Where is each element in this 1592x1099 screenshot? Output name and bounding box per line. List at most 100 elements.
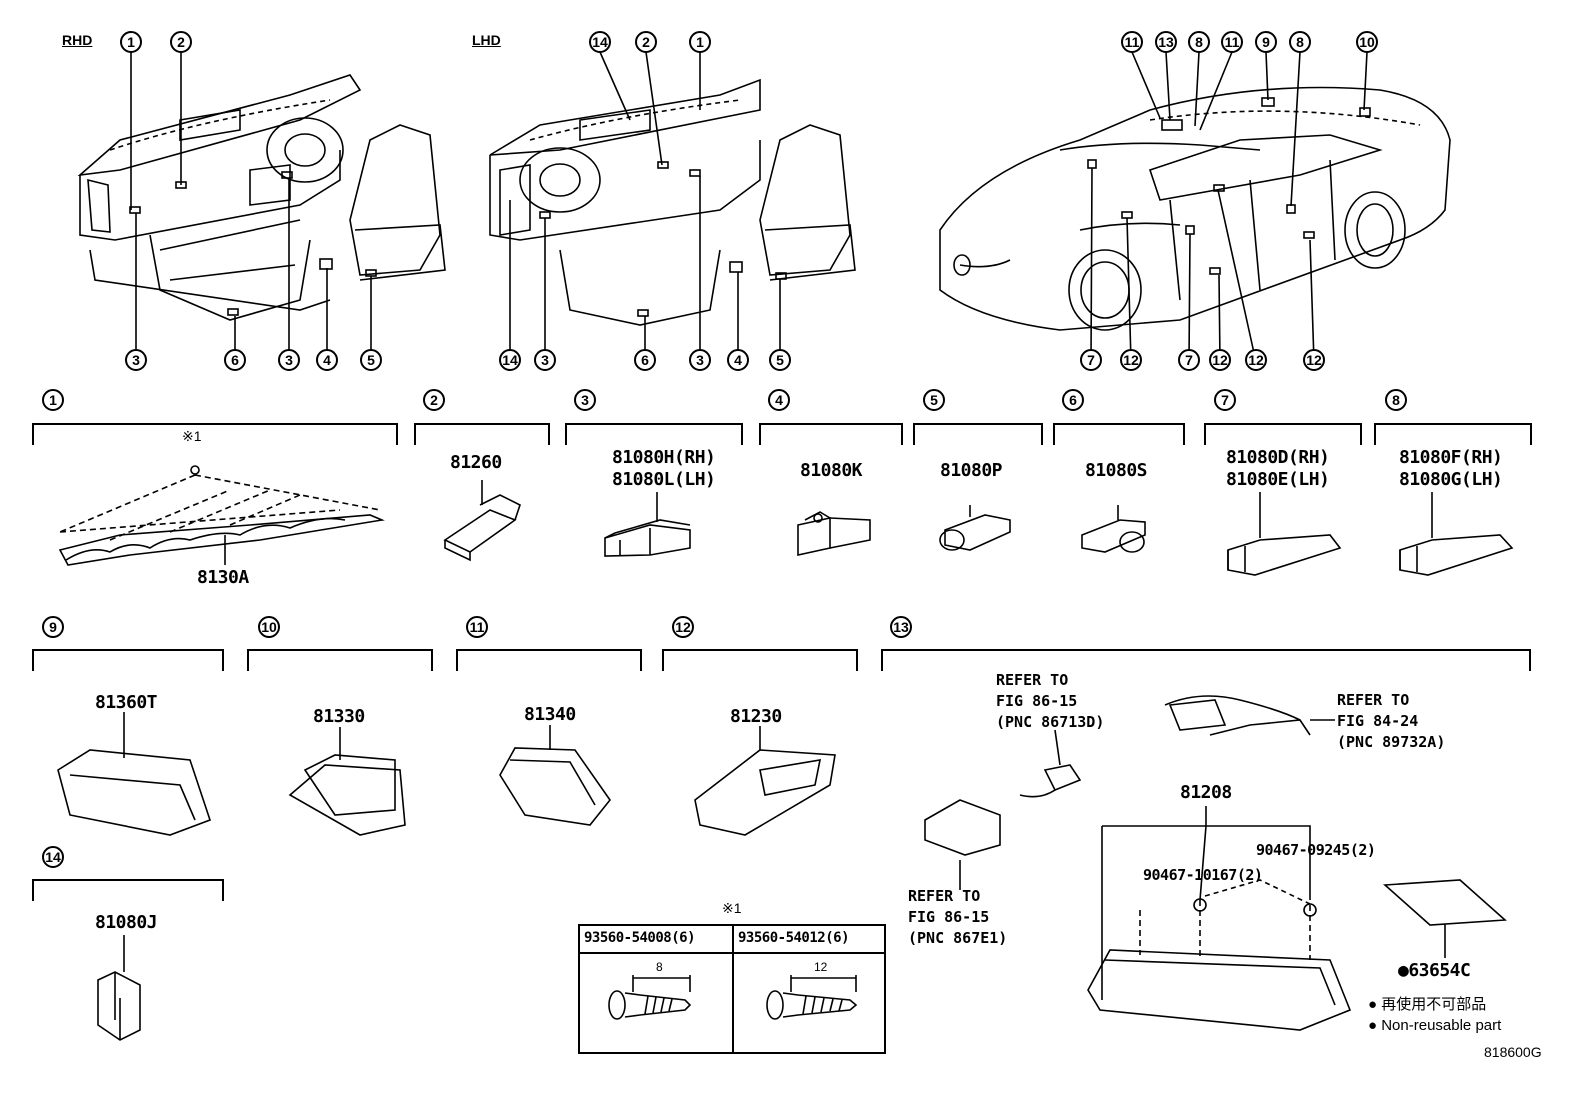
legend-en: ● Non-reusable part xyxy=(1368,1017,1502,1034)
part-number-circle-1: 1 xyxy=(42,389,64,411)
callout-4[interactable]: 4 xyxy=(727,349,749,371)
part-7-bracket xyxy=(1204,423,1362,445)
part-number-circle-14: 14 xyxy=(42,846,64,868)
part-pn-81360T[interactable]: 81360T xyxy=(95,692,158,713)
part-pn-81080J[interactable]: 81080J xyxy=(95,912,158,933)
callout-7[interactable]: 7 xyxy=(1080,349,1102,371)
part-number-circle-6: 6 xyxy=(1062,389,1084,411)
part-number-circle-13: 13 xyxy=(890,616,912,638)
part-pn-81208[interactable]: 81208 xyxy=(1180,782,1232,803)
part-9-bracket xyxy=(32,649,224,671)
callout-2[interactable]: 2 xyxy=(170,31,192,53)
screw-pn-93560-54008[interactable]: 93560-54008(6) xyxy=(584,930,696,946)
callout-14[interactable]: 14 xyxy=(499,349,521,371)
part-number-circle-2: 2 xyxy=(423,389,445,411)
refer-867E1[interactable]: REFER TO FIG 86-15 (PNC 867E1) xyxy=(908,887,1008,947)
part-8-drawing xyxy=(1399,492,1514,576)
part-6-drawing xyxy=(1081,505,1146,553)
callout-13[interactable]: 13 xyxy=(1155,31,1177,53)
part-5-bracket xyxy=(913,423,1043,445)
callout-1[interactable]: 1 xyxy=(120,31,142,53)
part-1-drawing xyxy=(58,465,385,566)
screw-table: 93560-54008(6) 93560-54012(6) 8 12 xyxy=(578,924,886,1054)
callout-1[interactable]: 1 xyxy=(689,31,711,53)
part-3-drawing xyxy=(604,492,691,557)
part-number-circle-7: 7 xyxy=(1214,389,1236,411)
part-pn-81330[interactable]: 81330 xyxy=(313,706,365,727)
screw-drawings xyxy=(608,975,858,1020)
screw-table-mark: ※1 xyxy=(722,900,742,916)
callout-14[interactable]: 14 xyxy=(589,31,611,53)
part-10-drawing xyxy=(288,727,406,836)
part-3-bracket xyxy=(565,423,743,445)
part-number-circle-9: 9 xyxy=(42,616,64,638)
callout-12[interactable]: 12 xyxy=(1209,349,1231,371)
part-4-bracket xyxy=(759,423,903,445)
part-pn-81080H[interactable]: 81080H(RH) xyxy=(612,447,716,468)
part-number-circle-4: 4 xyxy=(768,389,790,411)
part-2-bracket xyxy=(414,423,550,445)
part-2-drawing xyxy=(443,480,521,562)
screw-dim-12: 12 xyxy=(814,960,828,974)
part-pn-81080L[interactable]: 81080L(LH) xyxy=(612,469,716,490)
callout-11[interactable]: 11 xyxy=(1121,31,1143,53)
part-pn-8130A[interactable]: 8130A xyxy=(197,567,249,588)
part-9-drawing xyxy=(57,712,212,836)
refer-89732A[interactable]: REFER TO FIG 84-24 (PNC 89732A) xyxy=(1337,691,1446,751)
callout-6[interactable]: 6 xyxy=(224,349,246,371)
part-number-circle-11: 11 xyxy=(466,616,488,638)
callout-12[interactable]: 12 xyxy=(1120,349,1142,371)
callout-5[interactable]: 5 xyxy=(769,349,791,371)
part-14-drawing xyxy=(97,935,141,1041)
callout-10[interactable]: 10 xyxy=(1356,31,1378,53)
callout-12[interactable]: 12 xyxy=(1245,349,1267,371)
refer-86713D[interactable]: REFER TO FIG 86-15 (PNC 86713D) xyxy=(996,671,1105,731)
part-13-drawing xyxy=(924,695,1507,1031)
callout-6[interactable]: 6 xyxy=(634,349,656,371)
part-pn-81340[interactable]: 81340 xyxy=(524,704,576,725)
callout-8[interactable]: 8 xyxy=(1188,31,1210,53)
part-pn-81080S[interactable]: 81080S xyxy=(1085,460,1148,481)
callout-7[interactable]: 7 xyxy=(1178,349,1200,371)
screw-pn-90467-09245[interactable]: 90467-09245(2) xyxy=(1256,841,1376,859)
part-number-circle-12: 12 xyxy=(672,616,694,638)
leader-lines xyxy=(130,51,1368,363)
lhd-interior-drawing xyxy=(489,78,856,326)
screw-pn-93560-54012[interactable]: 93560-54012(6) xyxy=(738,930,850,946)
part-pn-81080E[interactable]: 81080E(LH) xyxy=(1226,469,1330,490)
part-pn-81080F[interactable]: 81080F(RH) xyxy=(1399,447,1503,468)
part-4-drawing xyxy=(797,511,871,556)
callout-3[interactable]: 3 xyxy=(278,349,300,371)
callout-5[interactable]: 5 xyxy=(360,349,382,371)
callout-3[interactable]: 3 xyxy=(689,349,711,371)
callout-9[interactable]: 9 xyxy=(1255,31,1277,53)
callout-2[interactable]: 2 xyxy=(635,31,657,53)
callout-12[interactable]: 12 xyxy=(1303,349,1325,371)
part-1-bracket xyxy=(32,423,398,445)
part-pn-81080K[interactable]: 81080K xyxy=(800,460,863,481)
part-pn-81080P[interactable]: 81080P xyxy=(940,460,1003,481)
legend-jp: ● 再使用不可部品 xyxy=(1368,996,1487,1013)
part-6-bracket xyxy=(1053,423,1185,445)
callout-3[interactable]: 3 xyxy=(125,349,147,371)
part-pn-81080G[interactable]: 81080G(LH) xyxy=(1399,469,1503,490)
part-pn-81080D[interactable]: 81080D(RH) xyxy=(1226,447,1330,468)
part-number-circle-10: 10 xyxy=(258,616,280,638)
part-14-bracket xyxy=(32,879,224,901)
part-5-drawing xyxy=(939,505,1011,551)
part-10-bracket xyxy=(247,649,433,671)
callout-8[interactable]: 8 xyxy=(1289,31,1311,53)
part-pn-63654C[interactable]: ●63654C xyxy=(1398,960,1471,981)
part-13-bracket xyxy=(881,649,1531,671)
part-pn-81230[interactable]: 81230 xyxy=(730,706,782,727)
part-pn-81260[interactable]: 81260 xyxy=(450,452,502,473)
screw-pn-90467-10167[interactable]: 90467-10167(2) xyxy=(1143,866,1263,884)
rhd-interior-drawing xyxy=(77,74,446,321)
callout-11[interactable]: 11 xyxy=(1221,31,1243,53)
part-number-circle-5: 5 xyxy=(923,389,945,411)
callout-4[interactable]: 4 xyxy=(316,349,338,371)
part-12-drawing xyxy=(694,726,836,836)
callout-3[interactable]: 3 xyxy=(534,349,556,371)
part-number-circle-8: 8 xyxy=(1385,389,1407,411)
table-divider xyxy=(732,926,734,1052)
